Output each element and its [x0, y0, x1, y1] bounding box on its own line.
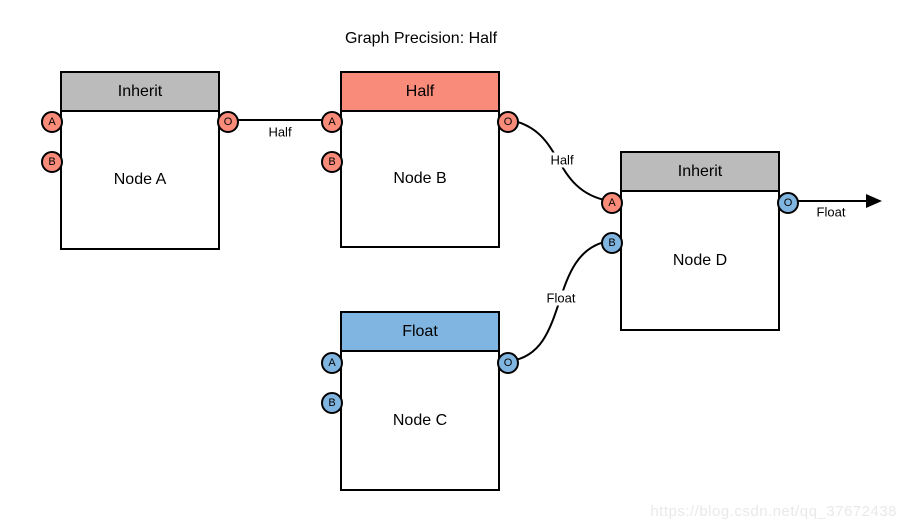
node-c: Float Node C A B O	[321, 311, 519, 491]
node-c-input-b-port: B	[321, 392, 343, 414]
node-b-precision-header: Half	[342, 73, 498, 112]
node-c-input-a-port: A	[321, 352, 343, 374]
node-c-output-port: O	[497, 352, 519, 374]
output-arrowhead-icon	[866, 194, 882, 208]
node-c-label: Node C	[392, 411, 448, 429]
edge-label-d-output: Float	[814, 204, 848, 220]
node-d-label: Node D	[672, 251, 728, 269]
node-c-precision-header: Float	[342, 313, 498, 352]
node-b-input-a-port: A	[321, 111, 343, 133]
node-a-input-a-port: A	[41, 111, 63, 133]
node-d-precision-header: Inherit	[622, 153, 778, 192]
node-a: Inherit Node A A B O	[41, 71, 239, 250]
node-b-output-port: O	[497, 111, 519, 133]
node-d-input-a-port: A	[601, 192, 623, 214]
node-d-output-port: O	[777, 192, 799, 214]
watermark: https://blog.csdn.net/qq_37672438	[650, 503, 897, 520]
node-d: Inherit Node D A B O	[601, 151, 799, 331]
node-a-precision-header: Inherit	[62, 73, 218, 112]
edge-label-a-to-b: Half	[266, 124, 294, 140]
node-a-output-port: O	[217, 111, 239, 133]
node-b: Half Node B A B O	[321, 71, 519, 248]
node-d-input-b-port: B	[601, 232, 623, 254]
edge-label-c-to-d: Float	[544, 290, 578, 306]
node-a-input-b-port: B	[41, 151, 63, 173]
node-b-label: Node B	[393, 170, 447, 187]
node-b-input-b-port: B	[321, 151, 343, 173]
node-a-label: Node A	[113, 171, 167, 188]
graph-title: Graph Precision: Half	[344, 30, 498, 47]
edge-label-b-to-d: Half	[548, 152, 576, 168]
